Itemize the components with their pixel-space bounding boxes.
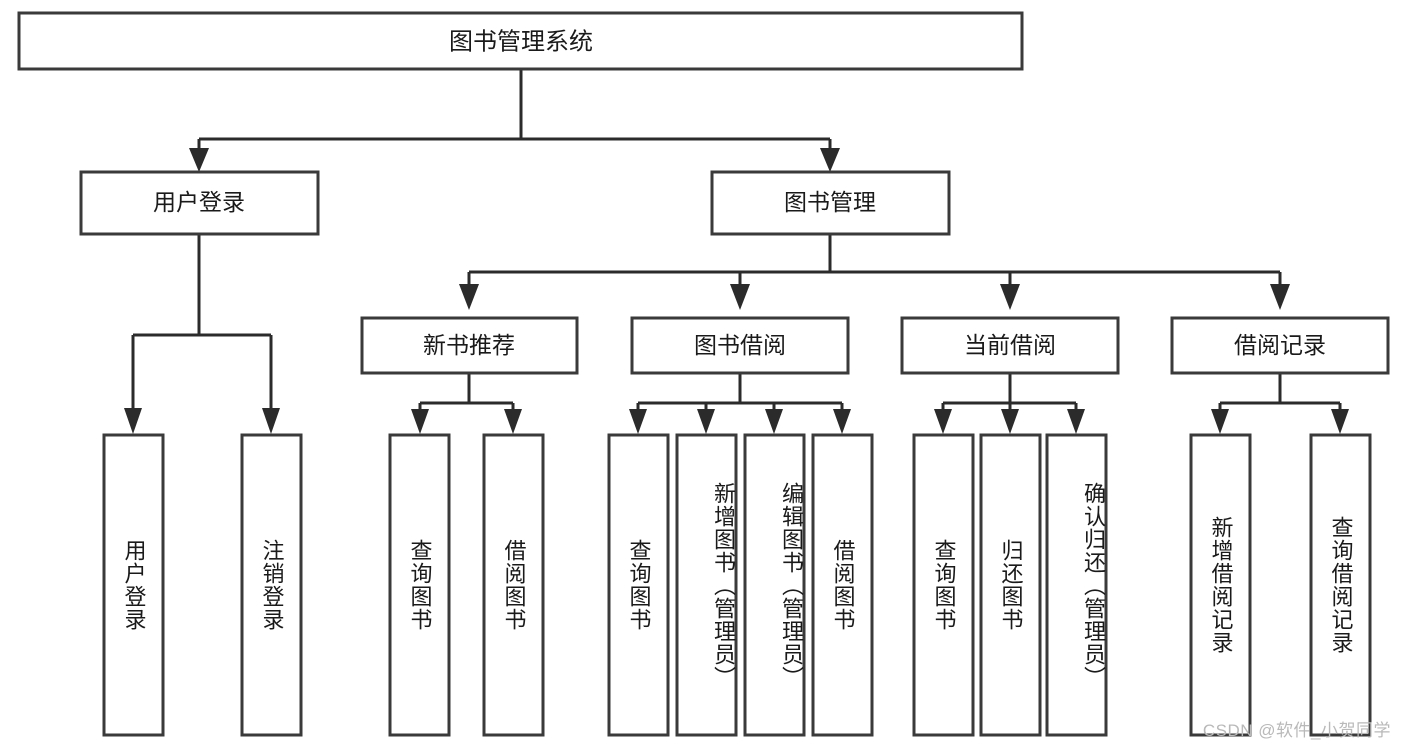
node-borrow-record-label: 借阅记录 — [1234, 332, 1326, 358]
node-book-borrow[interactable]: 图书借阅 — [630, 316, 850, 375]
arrowhead-new-book-rec — [459, 284, 479, 310]
connector-currentborrow-to-leaves — [934, 373, 1085, 434]
leaf-box-book-borrow-4[interactable] — [811, 433, 874, 737]
node-user-login[interactable]: 用户登录 — [79, 170, 320, 236]
arrowhead-borrowrecord-leaf-2 — [1331, 409, 1349, 434]
node-new-book-recommendation[interactable]: 新书推荐 — [360, 316, 579, 375]
leaf-box-borrow-record-2[interactable] — [1309, 433, 1372, 737]
arrowhead-bookborrow-leaf-1 — [629, 409, 647, 434]
node-current-borrow[interactable]: 当前借阅 — [900, 316, 1120, 375]
arrowhead-book-mgmt — [820, 148, 840, 172]
node-book-management-label: 图书管理 — [784, 189, 876, 215]
connector-root-to-level1 — [189, 69, 840, 172]
arrowhead-current-borrow — [1000, 284, 1020, 310]
node-root-label: 图书管理系统 — [449, 28, 593, 55]
leaf-box-new-book-1[interactable] — [388, 433, 451, 737]
arrowhead-newbook-leaf-1 — [411, 409, 429, 434]
node-book-management[interactable]: 图书管理 — [710, 170, 951, 236]
node-book-management-box[interactable] — [710, 170, 951, 236]
leaf-box-user-login-1[interactable] — [102, 433, 165, 737]
connector-bookmgmt-to-level2 — [459, 234, 1290, 310]
node-new-book-recommendation-label: 新书推荐 — [423, 332, 515, 358]
arrowhead-book-borrow — [730, 284, 750, 310]
node-root-book-management-system[interactable]: 图书管理系统 — [17, 11, 1024, 71]
csdn-watermark: CSDN @软件_小贺同学 — [1202, 721, 1391, 740]
arrowhead-leaf-logout — [262, 408, 280, 434]
leaf-box-borrow-record-1[interactable] — [1189, 433, 1252, 737]
arrowhead-currentborrow-leaf-3 — [1067, 409, 1085, 434]
node-new-book-recommendation-box[interactable] — [360, 316, 579, 375]
arrowhead-leaf-user-login — [124, 408, 142, 434]
arrowhead-currentborrow-leaf-1 — [934, 409, 952, 434]
leaf-box-current-borrow-3[interactable] — [1045, 433, 1108, 737]
arrowhead-bookborrow-leaf-2 — [697, 409, 715, 434]
arrowhead-borrowrecord-leaf-1 — [1211, 409, 1229, 434]
connector-bookborrow-to-leaves — [629, 373, 851, 434]
node-current-borrow-box[interactable] — [900, 316, 1120, 375]
arrowhead-bookborrow-leaf-4 — [833, 409, 851, 434]
node-root-box[interactable] — [17, 11, 1024, 71]
node-current-borrow-label: 当前借阅 — [964, 332, 1056, 358]
connector-newbook-to-leaves — [411, 373, 522, 434]
leaf-box-book-borrow-1[interactable] — [607, 433, 670, 737]
arrowhead-bookborrow-leaf-3 — [765, 409, 783, 434]
arrowhead-borrow-record — [1270, 284, 1290, 310]
leaf-box-new-book-2[interactable] — [482, 433, 545, 737]
leaf-box-current-borrow-1[interactable] — [912, 433, 975, 737]
arrowhead-newbook-leaf-2 — [504, 409, 522, 434]
connector-userlogin-to-leaves — [124, 234, 280, 434]
arrowhead-user-login — [189, 148, 209, 172]
connector-borrowrecord-to-leaves — [1211, 373, 1349, 434]
leaf-box-current-borrow-2[interactable] — [979, 433, 1042, 737]
node-book-borrow-box[interactable] — [630, 316, 850, 375]
leaf-box-user-login-2[interactable] — [240, 433, 303, 737]
node-book-borrow-label: 图书借阅 — [694, 332, 786, 358]
node-borrow-record[interactable]: 借阅记录 — [1170, 316, 1390, 375]
node-borrow-record-box[interactable] — [1170, 316, 1390, 375]
leaf-box-book-borrow-2[interactable] — [675, 433, 738, 737]
node-user-login-label: 用户登录 — [153, 189, 245, 215]
arrowhead-currentborrow-leaf-2 — [1001, 409, 1019, 434]
leaf-box-book-borrow-3[interactable] — [743, 433, 806, 737]
node-user-login-box[interactable] — [79, 170, 320, 236]
